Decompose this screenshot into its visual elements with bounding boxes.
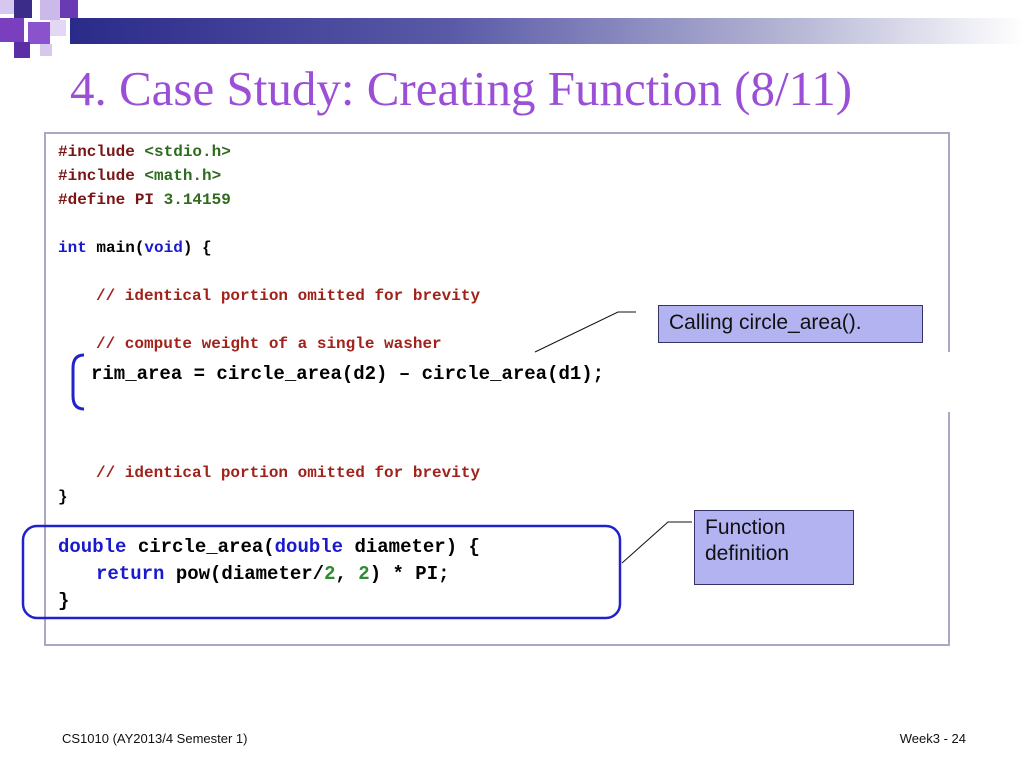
code-line-include-math: #include <math.h>	[58, 167, 222, 185]
definition-callout: Function definition	[694, 510, 854, 585]
code-line-function-signature: double circle_area(double diameter) {	[58, 536, 480, 558]
call-bracket	[71, 353, 85, 411]
code-line-function-close: }	[58, 590, 70, 612]
slide-title: 4. Case Study: Creating Function (8/11)	[70, 61, 853, 116]
function-definition-highlight	[21, 524, 622, 620]
code-comment-omitted-1: // identical portion omitted for brevity	[96, 287, 481, 305]
calling-callout-leader	[534, 311, 636, 353]
code-line-main-close: }	[58, 488, 68, 506]
calling-callout: Calling circle_area().	[658, 305, 923, 343]
corner-logo	[0, 0, 80, 60]
code-line-return: return pow(diameter/2, 2) * PI;	[96, 563, 450, 585]
code-comment-compute-weight: // compute weight of a single washer	[96, 335, 442, 353]
code-line-define-pi: #define PI 3.14159	[58, 191, 231, 209]
definition-callout-leader	[621, 521, 692, 564]
function-call-panel: rim_area = circle_area(d2) – circle_area…	[82, 352, 952, 412]
code-line-main-signature: int main(void) {	[58, 239, 212, 257]
footer-page-number: Week3 - 24	[899, 731, 966, 746]
code-comment-omitted-2: // identical portion omitted for brevity	[96, 464, 481, 482]
code-line-function-call: rim_area = circle_area(d2) – circle_area…	[91, 363, 605, 385]
footer-course: CS1010 (AY2013/4 Semester 1)	[62, 731, 248, 746]
code-line-include-stdio: #include <stdio.h>	[58, 143, 231, 161]
header-gradient-bar	[70, 18, 1024, 44]
